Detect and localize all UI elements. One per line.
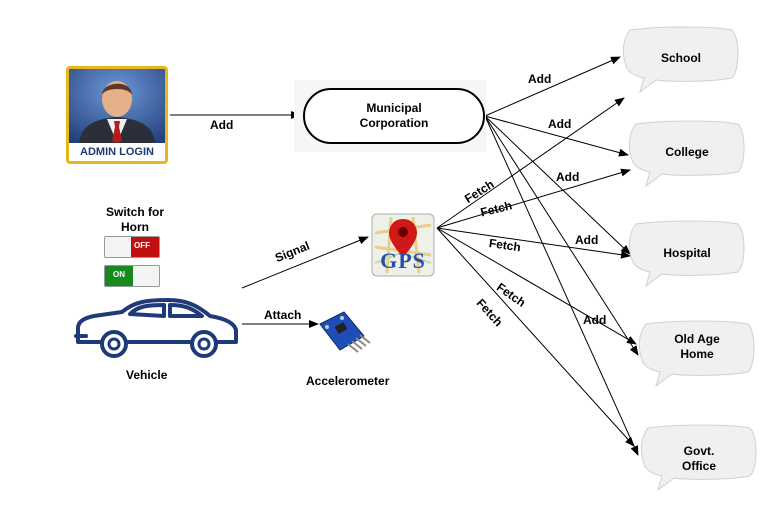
gps-label: GPS <box>380 248 426 273</box>
edge-label-add-oldage: Add <box>583 313 607 327</box>
oldage-home-node[interactable] <box>636 318 758 388</box>
hospital-label: Hospital <box>663 246 711 260</box>
college-label: College <box>665 145 709 159</box>
oldage-line2: Home <box>680 347 714 361</box>
school-node[interactable] <box>620 24 742 94</box>
oldage-line1: Old Age <box>674 332 720 346</box>
switch-off-label: OFF <box>134 241 150 250</box>
car-icon[interactable] <box>72 296 242 360</box>
switch-title-line1: Switch for <box>105 205 164 219</box>
edge-gps-to-govt <box>436 227 635 447</box>
edge-label-add-hospital: Add <box>556 170 580 184</box>
edge-municipal-to-govt <box>484 115 639 456</box>
admin-login-caption: ADMIN LOGIN <box>69 143 165 161</box>
municipal-corporation-node[interactable] <box>303 88 485 144</box>
edge-label-attach: Attach <box>264 308 302 322</box>
edge-label-add-college: Add <box>548 117 572 131</box>
accelerometer-label: Accelerometer <box>306 374 390 388</box>
municipal-label: Municipal Corporation <box>303 101 485 131</box>
switch-off-knob: OFF <box>131 237 159 257</box>
admin-avatar-icon <box>69 69 165 143</box>
switch-title: Switch for Horn <box>90 205 180 235</box>
edge-municipal-to-oldage <box>484 115 639 356</box>
edge-gps-to-college <box>436 168 631 229</box>
govt-office-node[interactable] <box>638 422 760 492</box>
edge-label-add-hospital-2: Add <box>575 233 599 247</box>
admin-login-icon[interactable]: ADMIN LOGIN <box>66 66 168 164</box>
edge-gps-to-oldage <box>436 227 637 345</box>
edge-label-admin-add: Add <box>210 118 234 132</box>
horn-switch-off[interactable]: OFF <box>104 236 160 258</box>
gps-icon[interactable] <box>371 213 435 277</box>
college-node[interactable] <box>626 118 748 188</box>
horn-switch-on[interactable]: ON <box>104 265 160 287</box>
edge-gps-to-school <box>436 97 625 229</box>
edge-municipal-to-college <box>484 115 629 157</box>
edge-gps-to-hospital <box>436 227 631 259</box>
municipal-label-line2: Corporation <box>359 116 429 130</box>
switch-title-line2: Horn <box>121 220 149 234</box>
edge-municipal-to-school <box>484 56 621 117</box>
oldage-home-label: Old Age Home <box>642 332 752 362</box>
switch-on-knob: ON <box>105 266 133 286</box>
govt-office-label: Govt. Office <box>644 444 754 474</box>
vehicle-label: Vehicle <box>126 368 168 382</box>
school-label: School <box>660 51 701 65</box>
municipal-label-line1: Municipal <box>366 101 422 115</box>
govt-line1: Govt. <box>683 444 715 458</box>
govt-line2: Office <box>681 459 716 473</box>
edge-vehicle-to-gps <box>241 236 369 289</box>
accelerometer-icon[interactable] <box>318 310 376 360</box>
edge-label-add-school: Add <box>528 72 552 86</box>
switch-on-label: ON <box>113 270 125 279</box>
edge-municipal-to-hospital <box>484 115 631 255</box>
hospital-node[interactable] <box>626 218 748 288</box>
